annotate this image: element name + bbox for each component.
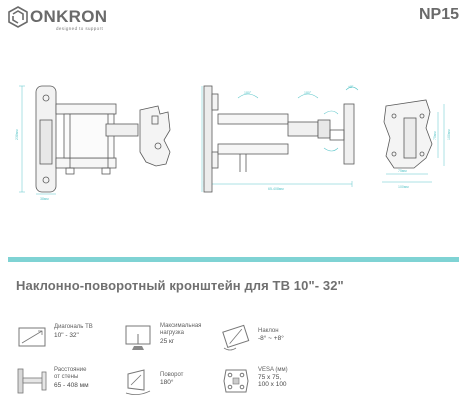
technical-drawing: 238мм 38мм 65-408мм 180° 180° +8° <box>15 85 451 201</box>
tilt-icon <box>222 324 250 351</box>
feature-tilt: Наклон -8° ~ +8° <box>220 322 332 358</box>
brand-tagline: designed to support <box>56 26 104 31</box>
accent-divider <box>8 257 459 262</box>
drawing-top-view <box>201 85 359 193</box>
feature-value: 65 - 408 мм <box>54 382 89 389</box>
feature-label-line-1: Максимальная <box>160 323 202 329</box>
dim-vesa-h-small: 75мм <box>433 131 437 140</box>
feature-vesa: VESA (мм) 75 x 75, 100 x 100 <box>220 366 332 402</box>
vesa-icon <box>223 369 249 393</box>
dim-height: 238мм <box>15 129 19 140</box>
model-number: NP15 <box>418 6 459 23</box>
feature-diagonal: Диагональ ТВ 10" - 32" <box>16 322 128 358</box>
feature-max-load: Максимальная нагрузка 25 кг <box>122 322 234 358</box>
feature-label: Наклон <box>258 328 279 334</box>
feature-value: -8° ~ +8° <box>258 335 284 342</box>
tv-diagonal-icon <box>18 327 46 347</box>
feature-swivel: Поворот 180° <box>122 366 234 402</box>
feature-wall-distance: Расстояние от стены 65 - 408 мм <box>16 366 128 402</box>
feature-label-line-2: от стены <box>54 374 79 380</box>
dim-vesa-h-large: 100мм <box>447 129 451 140</box>
dim-plate-width: 38мм <box>40 197 49 201</box>
feature-value-line-1: 75 x 75, <box>258 374 282 381</box>
max-load-icon <box>125 325 151 350</box>
dim-reach: 65-408мм <box>268 187 284 191</box>
drawing-front-view <box>382 99 445 183</box>
feature-value: 25 кг <box>160 338 175 345</box>
feature-label: VESA (мм) <box>258 367 288 373</box>
brand-name: ONKRON <box>30 7 108 26</box>
wall-distance-icon <box>17 368 47 394</box>
feature-label-line-1: Расстояние <box>54 367 87 373</box>
feature-label-line-2: нагрузка <box>160 330 184 336</box>
drawing-side-view <box>19 85 171 195</box>
dim-swivel-2: 180° <box>304 91 312 95</box>
dim-vesa-large: 100мм <box>398 185 409 189</box>
feature-value: 10" - 32" <box>54 332 79 339</box>
feature-value-line-2: 100 x 100 <box>258 381 287 388</box>
feature-value: 180° <box>160 379 174 386</box>
dim-tilt: +8° <box>348 85 354 89</box>
dim-vesa-small: 75мм <box>398 169 407 173</box>
dim-swivel-1: 180° <box>244 91 252 95</box>
swivel-icon <box>125 369 151 395</box>
feature-label: Поворот <box>160 372 184 378</box>
product-title: Наклонно-поворотный кронштейн для ТВ 10"… <box>16 278 344 293</box>
feature-label: Диагональ ТВ <box>54 324 93 330</box>
onkron-logo-icon <box>8 6 28 28</box>
